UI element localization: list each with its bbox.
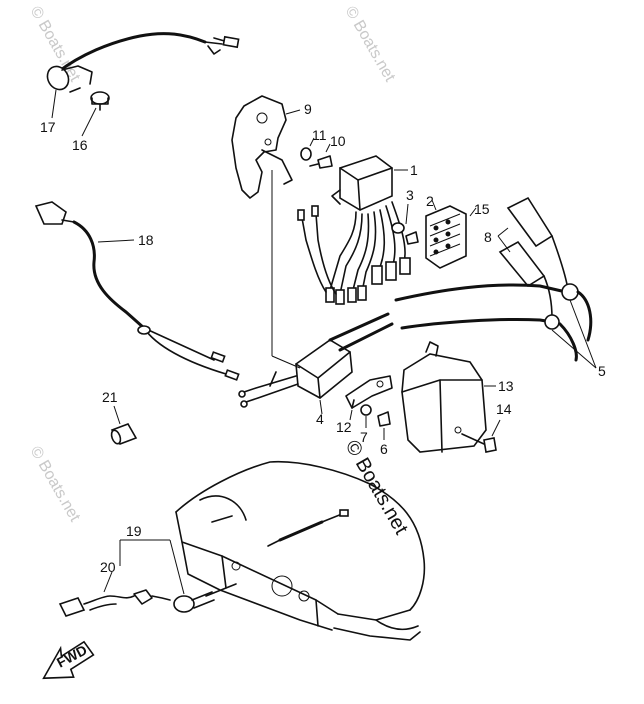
callout-18: 18: [138, 232, 154, 248]
callout-10: 10: [330, 133, 346, 149]
callout-19: 19: [126, 523, 142, 539]
bolt-3: [391, 222, 419, 245]
cdi-unit-1: [331, 155, 393, 211]
bracket-12: [345, 375, 393, 409]
grommet-21: [110, 423, 138, 445]
watermarks: © Boats.net © Boats.net © Boats.net © Bo…: [27, 4, 413, 539]
harness-18: [34, 201, 240, 381]
callout-3: 3: [406, 187, 414, 203]
callout-15: 15: [474, 201, 490, 217]
bolt-10: [309, 155, 333, 169]
callout-1: 1: [410, 162, 418, 178]
callout-7: 7: [360, 429, 368, 445]
wire-harness-17: [46, 32, 240, 93]
callout-17: 17: [40, 119, 56, 135]
callout-11: 11: [312, 127, 327, 143]
cover-13: [401, 341, 487, 453]
spark-plug-caps-8: [498, 196, 569, 319]
callout-14: 14: [496, 401, 512, 417]
callout-12: 12: [336, 419, 352, 435]
lanyard-20: [58, 589, 171, 617]
bolt-14: [461, 433, 497, 453]
cowling-cable: [267, 509, 349, 547]
callout-21: 21: [102, 389, 118, 405]
watermark-top-right: © Boats.net: [342, 4, 399, 86]
watermark-mid-left: © Boats.net: [27, 444, 84, 526]
washer-7: [360, 404, 372, 416]
callout-6: 6: [380, 441, 388, 457]
callout-4: 4: [316, 411, 324, 427]
bracket-9: [231, 95, 293, 199]
cdi-wires: [297, 201, 411, 305]
callout-16: 16: [72, 137, 88, 153]
callout-9: 9: [304, 101, 312, 117]
terminal-block-15: [425, 205, 467, 269]
callout-20: 20: [100, 559, 116, 575]
bolt-6: [377, 411, 391, 427]
callout-8: 8: [484, 229, 492, 245]
switch-19: [173, 583, 237, 613]
ht-leads-5: [394, 283, 593, 362]
sensor-16: [90, 91, 110, 111]
callout-5: 5: [598, 363, 606, 379]
fwd-arrow: FWD: [42, 640, 95, 680]
callout-13: 13: [498, 378, 514, 394]
callout-2: 2: [426, 193, 434, 209]
washer-11: [300, 147, 312, 161]
ignition-coil-4: [238, 312, 394, 408]
callout-numbers: 1 2 3 4 5 6 7 8 9 10 11 12 13 14 15 16 1…: [40, 101, 606, 575]
